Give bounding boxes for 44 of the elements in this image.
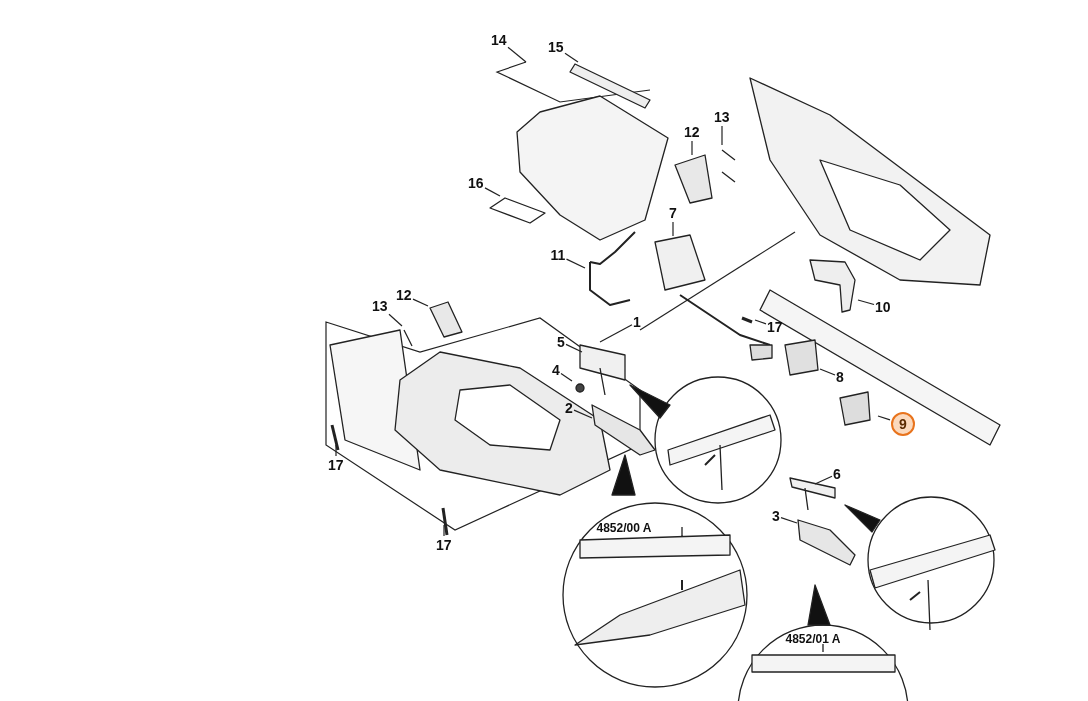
callout-number: 5 bbox=[557, 334, 565, 350]
callout-number: 12 bbox=[396, 287, 412, 303]
leader-line bbox=[388, 313, 403, 327]
leader-line bbox=[672, 221, 674, 237]
leader-line bbox=[754, 319, 767, 325]
callout-number: 8 bbox=[836, 369, 844, 385]
callout-number: 1 bbox=[633, 314, 641, 330]
part-code: 4852/01 A bbox=[785, 632, 841, 646]
leader-line bbox=[857, 299, 875, 306]
leader-line bbox=[691, 140, 693, 156]
callout-number: 13 bbox=[714, 109, 730, 125]
leader-line bbox=[599, 324, 633, 343]
callout-number: 12 bbox=[684, 124, 700, 140]
callout-number: 14 bbox=[491, 32, 507, 48]
callout-number: 17 bbox=[436, 537, 452, 553]
leader-line bbox=[412, 298, 429, 307]
callout-number: 17 bbox=[767, 319, 783, 335]
part-code: 4852/00 A bbox=[596, 521, 652, 535]
callout-number: 2 bbox=[565, 400, 573, 416]
leader-line bbox=[335, 444, 337, 457]
leader-line bbox=[564, 52, 579, 63]
callout-number: 16 bbox=[468, 175, 484, 191]
leader-line bbox=[814, 475, 833, 485]
callout-number: 17 bbox=[328, 457, 344, 473]
callout-number: 10 bbox=[875, 299, 891, 315]
leader-line bbox=[721, 125, 723, 146]
callout-number: 7 bbox=[669, 205, 677, 221]
callout-number: 6 bbox=[833, 466, 841, 482]
callout-number: 13 bbox=[372, 298, 388, 314]
leader-line bbox=[565, 258, 586, 269]
leader-line bbox=[560, 372, 573, 382]
callout-number: 3 bbox=[772, 508, 780, 524]
callout-number: 15 bbox=[548, 39, 564, 55]
callout-number: 11 bbox=[550, 247, 566, 263]
leader-line bbox=[484, 187, 501, 197]
leader-line bbox=[573, 409, 593, 419]
leader-line bbox=[780, 517, 798, 524]
leader-line bbox=[819, 368, 836, 376]
highlighted-callout-number: 9 bbox=[891, 412, 915, 436]
leader-line bbox=[877, 415, 891, 421]
leader-line bbox=[565, 343, 583, 353]
leader-line bbox=[507, 46, 527, 63]
leader-line bbox=[443, 524, 445, 537]
callout-number: 4 bbox=[552, 362, 560, 378]
